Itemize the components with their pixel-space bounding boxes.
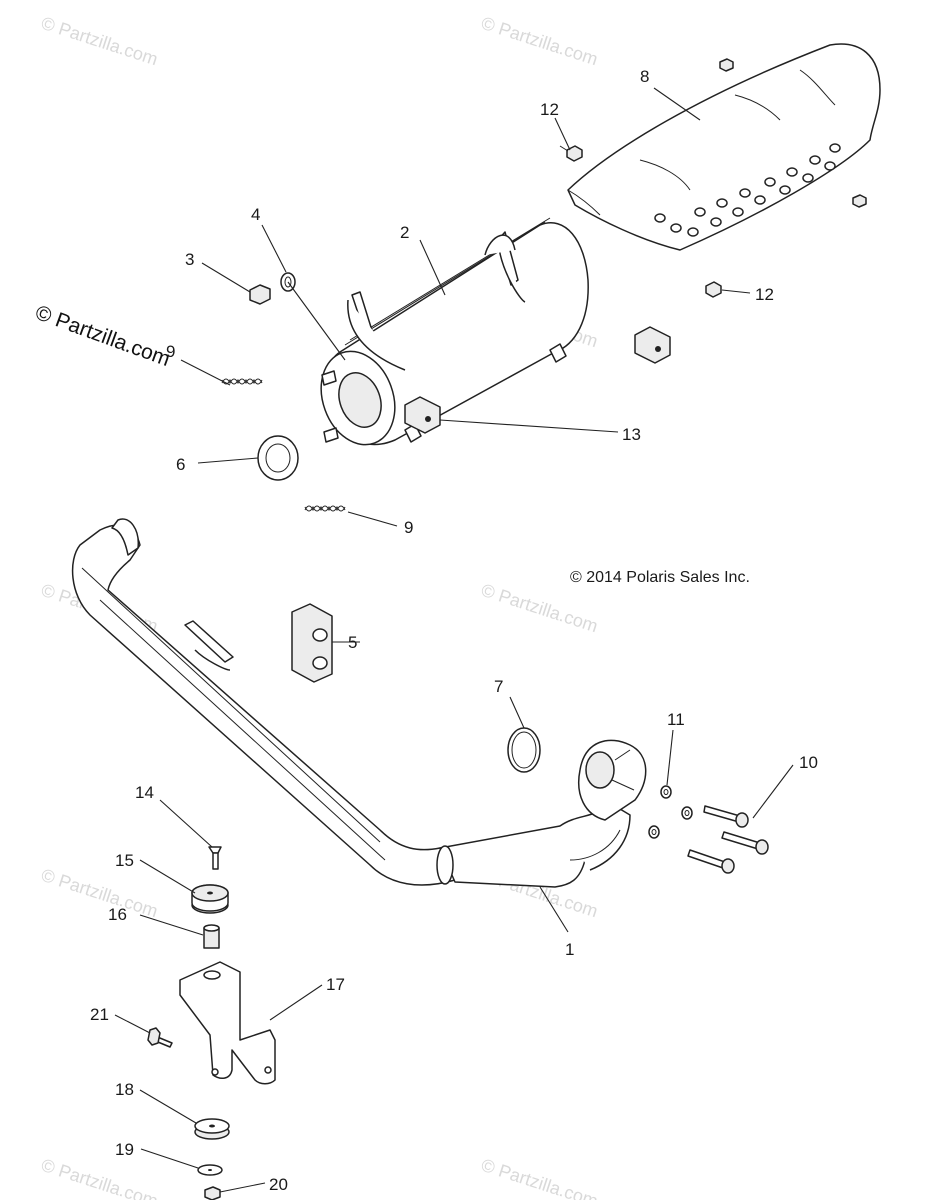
exhaust-flange-part (578, 739, 647, 821)
isolator-part-upper (634, 326, 671, 364)
callout-6: 6 (176, 455, 185, 474)
callout-13: 13 (622, 425, 641, 444)
washer-part-3 (648, 825, 660, 839)
callout-9-upper: 9 (166, 342, 175, 361)
bolt-part-2 (721, 831, 769, 855)
watermark-1: © Partzilla.com (39, 13, 161, 70)
heat-shield-holes (654, 143, 841, 237)
callout-9-lower: 9 (404, 518, 413, 537)
watermark-8: © Partzilla.com (39, 1155, 161, 1200)
screw-12-top (559, 145, 583, 162)
screw-12-bottom (705, 281, 722, 298)
exhaust-gasket-part (507, 727, 541, 773)
isolator-block-part (291, 603, 333, 683)
callout-21: 21 (90, 1005, 109, 1024)
screw-12-shield-right (852, 194, 867, 208)
copyright-notice: © 2014 Polaris Sales Inc. (570, 569, 750, 586)
screw-12-shield-top (719, 58, 734, 72)
washer-part-2 (681, 806, 693, 820)
callout-1: 1 (565, 940, 574, 959)
callout-15: 15 (115, 851, 134, 870)
exhaust-pipe-part (71, 518, 631, 888)
bushing-part (203, 924, 220, 949)
callout-labels: 8 12 2 4 3 12 9 13 6 9 5 7 11 10 14 15 1… (90, 67, 818, 1194)
callout-16: 16 (108, 905, 127, 924)
callout-7: 7 (494, 677, 503, 696)
callout-10: 10 (799, 753, 818, 772)
spring-part-lower (304, 505, 346, 512)
plug-part (249, 284, 271, 305)
seal-part (257, 435, 299, 481)
callout-17: 17 (326, 975, 345, 994)
bolt-part-1 (703, 805, 749, 828)
watermark-5: © Partzilla.com (479, 580, 601, 637)
muffler-part (320, 217, 589, 446)
grommet-part (191, 884, 229, 914)
bolt-part-3 (687, 849, 735, 874)
callout-4: 4 (251, 205, 260, 224)
watermark-9: © Partzilla.com (479, 1155, 601, 1200)
callout-14: 14 (135, 783, 154, 802)
grommet-lower-part (194, 1118, 230, 1140)
partzilla-watermark: © Partzilla.com (32, 301, 173, 371)
callout-12-top: 12 (540, 100, 559, 119)
callout-12-bottom: 12 (755, 285, 774, 304)
watermark-2: © Partzilla.com (479, 13, 601, 70)
callout-19: 19 (115, 1140, 134, 1159)
callout-20: 20 (269, 1175, 288, 1194)
callout-18: 18 (115, 1080, 134, 1099)
screw-21-part (147, 1027, 173, 1048)
heat-shield-part (567, 43, 881, 251)
callout-5: 5 (348, 633, 357, 652)
watermark-6: © Partzilla.com (39, 865, 161, 922)
washer-part-1 (660, 785, 672, 799)
callout-2: 2 (400, 223, 409, 242)
spring-part-upper (221, 378, 263, 385)
leader-lines (114, 87, 794, 1193)
washer-19-part (197, 1164, 223, 1176)
callout-11: 11 (667, 710, 685, 729)
isolator-part-lower (404, 396, 441, 434)
callout-8: 8 (640, 67, 649, 86)
callout-3: 3 (185, 250, 194, 269)
nut-20-part (204, 1186, 221, 1200)
bracket-part (179, 961, 276, 1085)
pin-part (208, 846, 222, 870)
